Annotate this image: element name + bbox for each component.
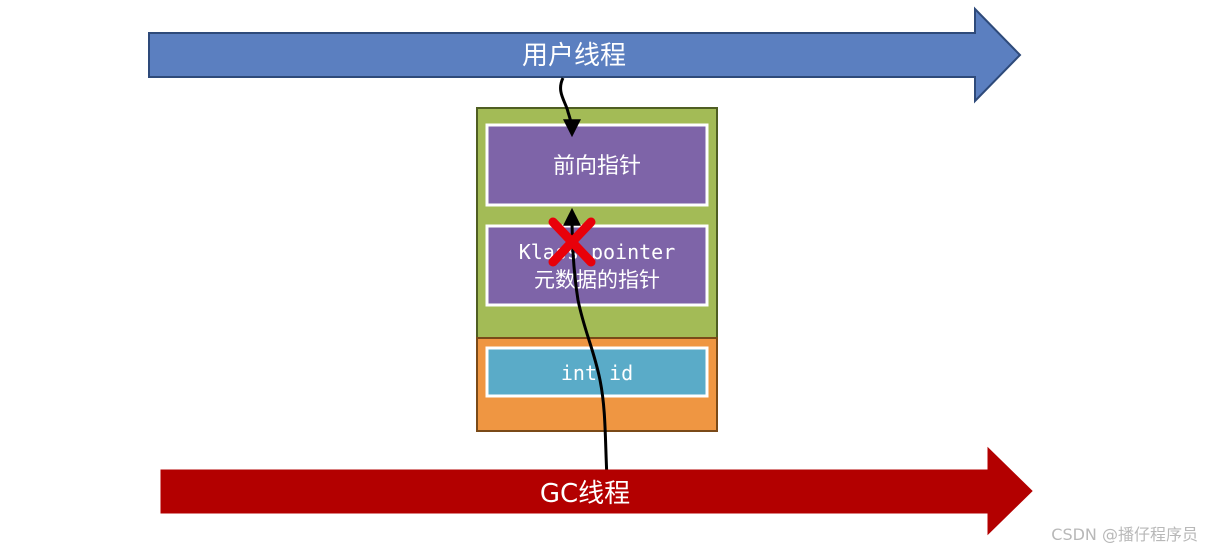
klass-pointer-label-line1: Klass pointer — [519, 240, 676, 264]
user-thread-label: 用户线程 — [522, 41, 626, 71]
user-thread-arrow-shape — [148, 6, 1022, 104]
gc-thread-arrow-shape — [160, 446, 1033, 536]
gc-thread-label: GC线程 — [540, 479, 630, 509]
user-thread-arrow: 用户线程 — [148, 6, 1022, 104]
forward-pointer-field: 前向指针 — [485, 123, 709, 207]
klass-pointer-box — [485, 224, 709, 307]
gc-thread-arrow: GC线程 — [160, 446, 1033, 536]
cross-icon-stroke-b — [548, 217, 596, 267]
forward-pointer-label: 前向指针 — [553, 154, 641, 179]
cross-icon — [548, 217, 596, 267]
klass-pointer-field: Klass pointer 元数据的指针 — [485, 224, 709, 307]
klass-pointer-label-line2: 元数据的指针 — [534, 268, 660, 292]
watermark-text: CSDN @播仔程序员 — [1051, 525, 1198, 544]
forward-pointer-box — [485, 123, 709, 207]
gc-thread-pointer-line — [563, 207, 609, 479]
user-thread-pointer-line — [559, 77, 581, 138]
